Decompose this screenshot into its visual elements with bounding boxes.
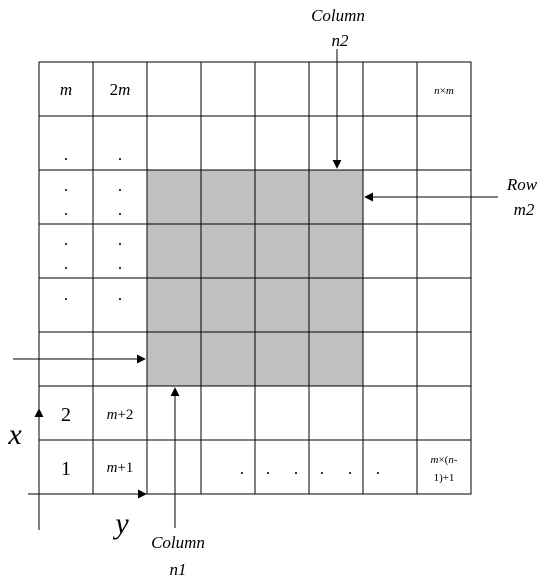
label-column-n1-word: Column — [151, 533, 205, 552]
svg-text:.: . — [118, 285, 122, 304]
svg-text:.: . — [320, 459, 324, 478]
cell-r0c7: n×m — [434, 85, 454, 97]
svg-text:.: . — [64, 176, 68, 195]
svg-text:.: . — [348, 459, 352, 478]
svg-text:.: . — [376, 459, 380, 478]
cell-r7c7-line1: m×(n- — [431, 454, 458, 466]
svg-text:.: . — [64, 254, 68, 273]
svg-text:.: . — [64, 200, 68, 219]
cell-r6c1: m+2 — [107, 407, 134, 423]
grid-lines — [38, 61, 472, 530]
cell-r6c0: 2 — [61, 404, 71, 426]
cell-r7c0: 1 — [61, 458, 71, 480]
svg-text:.: . — [118, 176, 122, 195]
label-axis-x: x — [7, 418, 22, 451]
label-row-m2-id: m2 — [514, 200, 535, 219]
cell-r0c1: 2m — [110, 80, 131, 99]
svg-text:.: . — [118, 200, 122, 219]
svg-text:.: . — [118, 145, 122, 164]
svg-text:.: . — [64, 285, 68, 304]
svg-text:.: . — [64, 145, 68, 164]
label-column-n2-word: Column — [311, 6, 365, 25]
cell-r7c7-line2: 1)+1 — [434, 472, 455, 484]
label-row-m2-word: Row — [506, 175, 538, 194]
svg-text:.: . — [294, 459, 298, 478]
svg-text:.: . — [118, 230, 122, 249]
svg-text:.: . — [64, 230, 68, 249]
bottom-row-dots: . . . . . . — [240, 459, 380, 478]
label-column-n1-id: n1 — [170, 560, 187, 579]
label-axis-y: y — [112, 507, 129, 540]
cell-r0c0: m — [60, 80, 72, 99]
svg-text:.: . — [266, 459, 270, 478]
ellipsis-dots: . . . . . . . . . . . . — [64, 145, 122, 304]
svg-text:.: . — [240, 459, 244, 478]
label-column-n2-id: n2 — [332, 31, 350, 50]
svg-text:.: . — [118, 254, 122, 273]
cell-r7c1: m+1 — [107, 460, 134, 476]
